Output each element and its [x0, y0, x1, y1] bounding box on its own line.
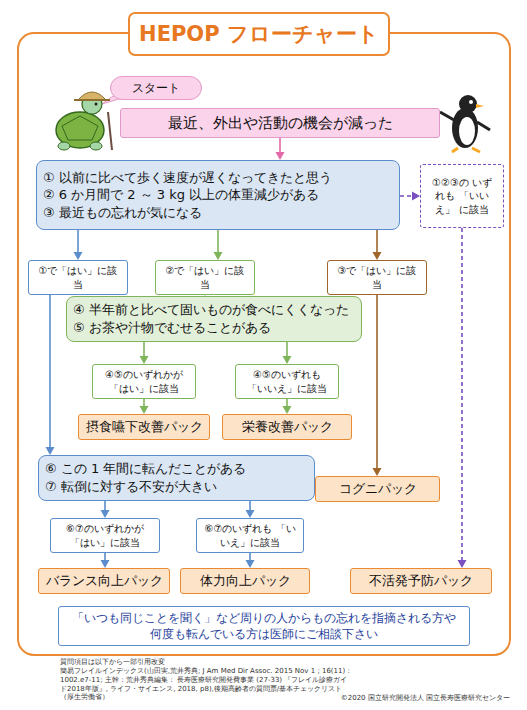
pack-box: 栄養改善パック — [222, 414, 352, 440]
connector-line — [376, 230, 378, 254]
arrowhead — [283, 356, 292, 364]
arrowhead — [458, 560, 467, 568]
node-text: ② 6 か月間で 2 ～ 3 kg 以上の体重減少がある — [43, 186, 393, 204]
flow-arrow — [140, 342, 149, 364]
result-box: ④⑤のいずれかが 「はい」に該当 — [92, 364, 196, 399]
flow-arrow — [46, 295, 55, 455]
arrowhead — [283, 406, 292, 414]
penguin-illustration — [440, 95, 490, 152]
result-box: ⑥⑦のいずれも 「いいえ」に該当 — [196, 518, 304, 553]
arrowhead — [246, 510, 255, 518]
node-text: ⑤ お茶や汁物でむせることがある — [73, 319, 355, 337]
result-box: ⑥⑦のいずれかが 「はい」に該当 — [50, 518, 160, 553]
connector-line — [77, 230, 79, 254]
start-box: 最近、外出や活動の機会が減った — [120, 108, 440, 138]
node-text: ④⑤のいずれかが 「はい」に該当 — [99, 368, 189, 395]
arrowhead — [412, 192, 420, 201]
flow-arrow — [246, 553, 255, 568]
flow-arrow — [373, 295, 382, 476]
node-text: ⑥ この 1 年間に転んだことがある — [45, 460, 308, 478]
node-text: ④⑤のいずれも 「いいえ」に該当 — [242, 368, 332, 395]
connector-line — [49, 295, 51, 449]
arrowhead — [246, 560, 255, 568]
flow-arrow — [246, 501, 255, 518]
arrowhead — [276, 152, 285, 160]
result-box: ③で「はい」に該当 — [327, 260, 427, 295]
flow-arrow — [458, 228, 467, 568]
arrowhead — [46, 447, 55, 455]
flow-arrow — [283, 342, 292, 364]
arrowhead — [101, 510, 110, 518]
arrowhead — [101, 560, 110, 568]
node-text: 体力向上パック — [187, 572, 303, 590]
node-text: ①②③の いずれも 「いいえ」 に該当 — [427, 176, 497, 217]
result-box: ①で「はい」に該当 — [28, 260, 128, 295]
arrowhead — [214, 252, 223, 260]
node-text: ⑥⑦のいずれも 「いいえ」に該当 — [203, 522, 297, 549]
arrowhead — [373, 252, 382, 260]
turtle-illustration — [56, 92, 112, 150]
connector-line — [143, 342, 145, 358]
node-text: ①で「はい」に該当 — [35, 264, 121, 291]
flow-arrow — [373, 230, 382, 260]
node-text: 摂食嚥下改善パック — [85, 418, 203, 436]
pack-box: バランス向上パック — [38, 568, 170, 594]
pack-box: 不活発予防パック — [350, 568, 492, 594]
result-box: ①②③の いずれも 「いいえ」 に該当 — [420, 164, 504, 228]
node-text: スタート — [117, 80, 195, 96]
footnote-text: 質問項目は以下から一部引用改変 — [60, 658, 360, 667]
node-text: ④ 半年前と比べて固いものが食べにくくなった — [73, 301, 355, 319]
node-text: ②で「はい」に該当 — [162, 264, 248, 291]
flow-arrow — [101, 553, 110, 568]
node-text: ③ 最近もの忘れが気になる — [43, 204, 393, 222]
connector-line — [217, 230, 219, 254]
node-text: コグニパック — [322, 480, 433, 498]
question-box: ⑥ この 1 年間に転んだことがある⑦ 転倒に対する不安が大きい — [38, 455, 315, 501]
question-box: ④ 半年前と比べて固いものが食べにくくなった⑤ お茶や汁物でむせることがある — [66, 296, 362, 342]
node-text: 最近、外出や活動の機会が減った — [127, 113, 433, 133]
flow-arrow — [283, 399, 292, 414]
result-box: ②で「はい」に該当 — [155, 260, 255, 295]
arrowhead — [140, 406, 149, 414]
pack-box: 摂食嚥下改善パック — [78, 414, 210, 440]
title-box: HEPOP フローチャート — [128, 12, 390, 56]
note-box: 「いつも同じことを聞く」など周りの人からもの忘れを指摘される方や 何度も転んでい… — [58, 606, 470, 646]
connector-line — [376, 295, 378, 470]
copyright-text: ©2020 国立研究開発法人 国立長寿医療研究センター — [330, 694, 510, 703]
pack-box: 体力向上パック — [180, 568, 310, 594]
speech-bubble: スタート — [110, 76, 202, 100]
arrowhead — [140, 356, 149, 364]
arrowhead — [74, 252, 83, 260]
title-text: HEPOP フローチャート — [139, 20, 379, 48]
flow-arrow — [214, 230, 223, 260]
node-text: ⑥⑦のいずれかが 「はい」に該当 — [57, 522, 153, 549]
flow-arrow — [74, 230, 83, 260]
arrowhead — [373, 468, 382, 476]
pack-box: コグニパック — [315, 476, 440, 502]
node-text: ⑦ 転倒に対する不安が大きい — [45, 478, 308, 496]
node-text: 不活発予防パック — [357, 572, 485, 590]
node-text: バランス向上パック — [45, 572, 163, 590]
outer-frame — [18, 33, 510, 655]
node-text: ① 以前に比べて歩く速度が遅くなってきたと思う — [43, 169, 393, 187]
connector-line — [461, 228, 463, 562]
footnote-text: 簡易フレイルインデックス(山田実,荒井秀典; J Am Med Dir Asso… — [60, 667, 350, 702]
node-text: 栄養改善パック — [229, 418, 345, 436]
connector-line — [279, 138, 281, 154]
node-text: ③で「はい」に該当 — [334, 264, 420, 291]
node-text: 「いつも同じことを聞く」など周りの人からもの忘れを指摘される方や 何度も転んでい… — [65, 610, 463, 642]
flow-arrow — [140, 399, 149, 414]
flow-arrow — [400, 192, 420, 201]
result-box: ④⑤のいずれも 「いいえ」に該当 — [235, 364, 339, 399]
question-box: ① 以前に比べて歩く速度が遅くなってきたと思う② 6 か月間で 2 ～ 3 kg… — [36, 160, 400, 230]
flow-arrow — [276, 138, 285, 160]
connector-line — [400, 195, 414, 197]
flow-arrow — [101, 501, 110, 518]
connector-line — [286, 342, 288, 358]
